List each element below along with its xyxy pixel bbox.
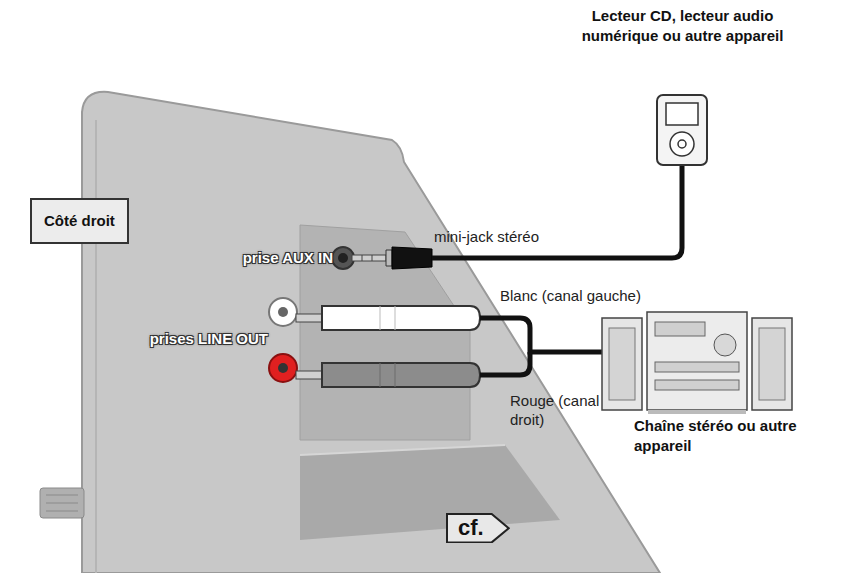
mini-jack-collar [386, 250, 392, 266]
audio-player-icon [657, 95, 707, 165]
housing-ridge [300, 445, 505, 455]
rca-white-plug [322, 306, 480, 330]
mini-jack-body [392, 247, 432, 269]
jack-label: prise AUX IN [243, 249, 333, 268]
stereo-device: Chaîne stéréo ou autre appareil [634, 416, 849, 455]
stereo-cassette [655, 380, 739, 390]
rca-cable [480, 318, 602, 352]
cable-label: Blanc (canal gauche) [500, 287, 641, 306]
mini-jack-rings [362, 255, 372, 261]
rca-red-tip [296, 371, 322, 379]
node-text: cf. [458, 515, 484, 541]
speaker-right [752, 318, 792, 410]
rca-red-plug [322, 363, 480, 387]
jack-label: prises LINE OUT [150, 330, 268, 349]
housing-band [300, 445, 560, 540]
rca-red-grip [380, 363, 395, 387]
player-button [678, 140, 686, 148]
side-label-box: Côté droit [30, 198, 129, 244]
speaker-left [602, 318, 642, 410]
speaker-grille [609, 328, 635, 400]
cable-label: Rouge (canal droit) [510, 392, 605, 430]
node-text: Chaîne stéréo ou autre appareil [634, 416, 849, 455]
source-device: Lecteur CD, lecteur audio numérique ou a… [560, 6, 805, 45]
jack-hole [278, 307, 288, 317]
speaker-grille [759, 328, 785, 400]
rca-cable [480, 352, 530, 375]
rca-white-grip [380, 306, 395, 330]
line-out-red-jack [269, 354, 297, 382]
mini-jack-tip [352, 255, 386, 261]
player-screen [666, 103, 698, 125]
housing-knob [40, 488, 84, 518]
jack-hole [278, 363, 288, 373]
mini-jack-cable [432, 165, 682, 258]
node-text: Côté droit [44, 212, 115, 230]
housing-edge [95, 120, 97, 573]
stereo-base [648, 410, 746, 414]
pentagon-shape [447, 514, 509, 542]
rca-white-tip [296, 314, 322, 322]
node-text: Lecteur CD, lecteur audio numérique ou a… [560, 6, 805, 45]
aux-in-hole [338, 253, 348, 263]
stereo-display [655, 322, 705, 336]
stereo-knob [714, 334, 736, 356]
knob-ridges [46, 495, 78, 511]
reference-arrow: cf. [446, 513, 510, 543]
player-wheel [670, 132, 694, 156]
line-out-white-jack [269, 298, 297, 326]
cable-label: mini-jack stéréo [434, 228, 539, 247]
stereo-cd-tray [655, 362, 739, 372]
stereo-main-unit [647, 312, 747, 410]
housing [82, 92, 660, 573]
aux-in-jack [332, 247, 354, 269]
